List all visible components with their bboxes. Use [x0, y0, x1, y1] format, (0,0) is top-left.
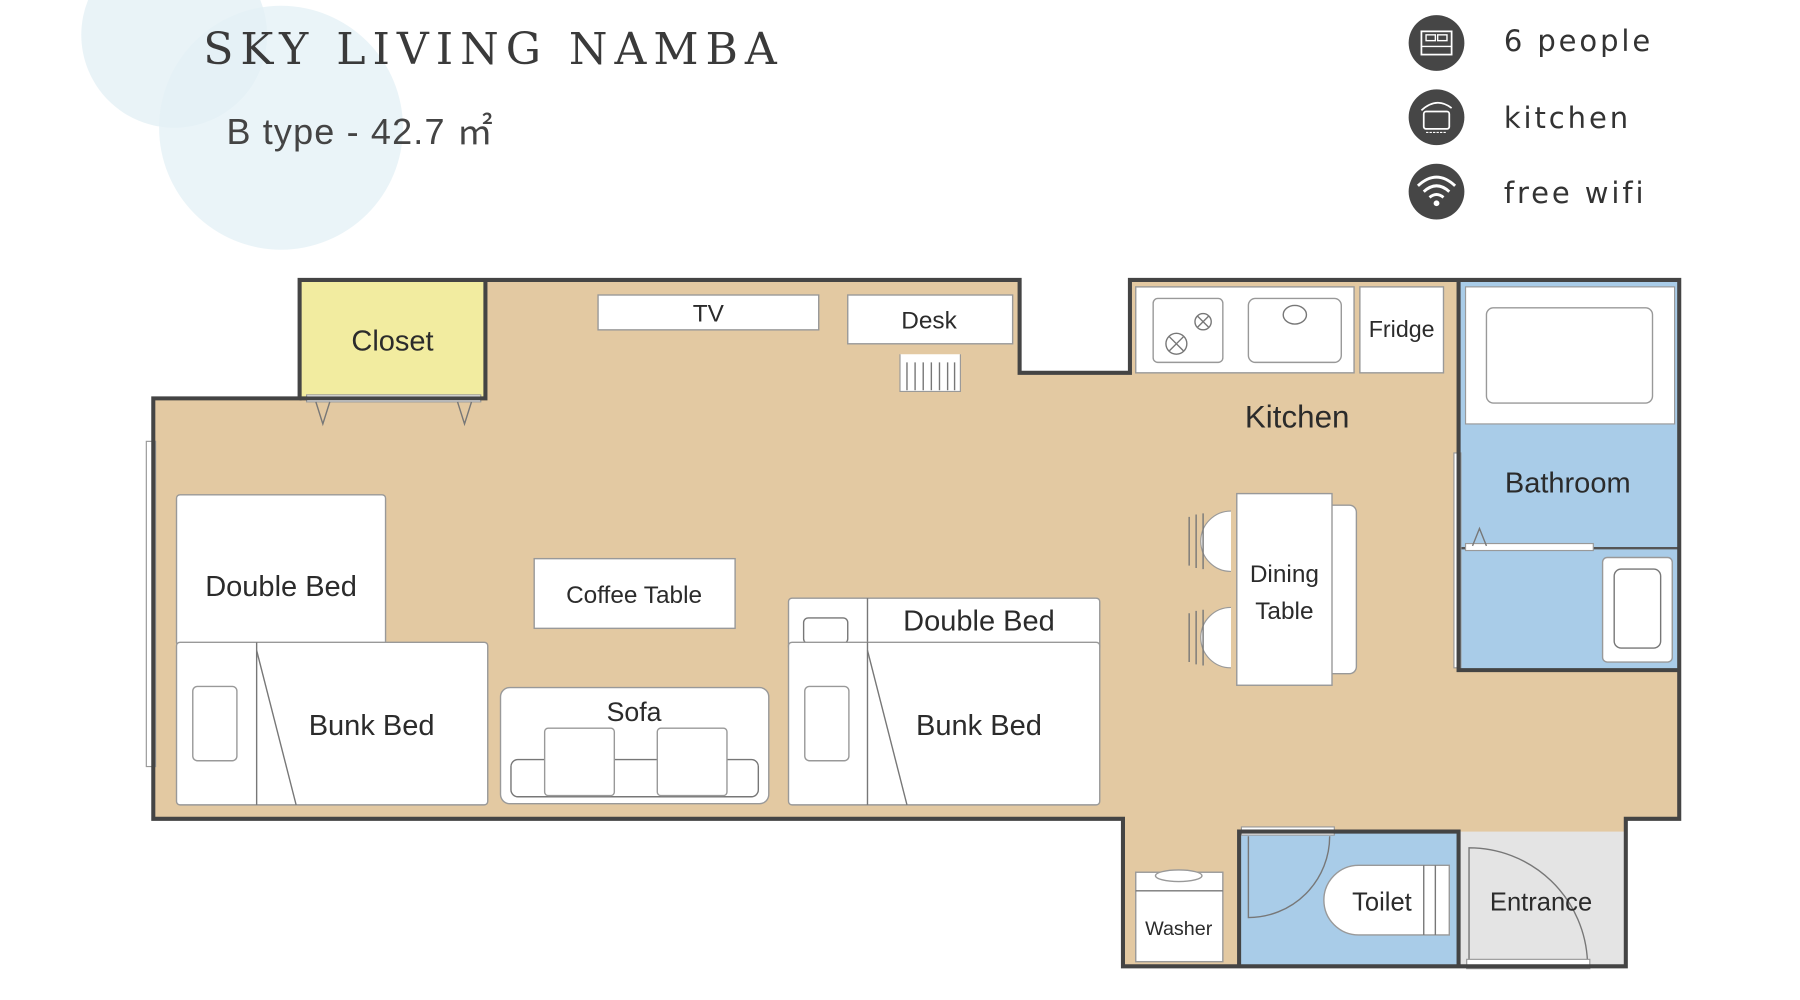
closet: Closet: [299, 279, 486, 427]
window: [145, 440, 157, 768]
dining-table: Dining Table: [1188, 492, 1358, 686]
closet-label: Closet: [351, 326, 433, 358]
page-title: SKY LIVING NAMBA: [203, 24, 783, 75]
washer-label: Washer: [1145, 918, 1213, 940]
amenity-kitchen: kitchen: [1408, 89, 1631, 146]
tv: TV: [597, 294, 820, 331]
bunk-bed-left: Bunk Bed: [175, 641, 489, 806]
bathroom: Bathroom: [1453, 279, 1680, 671]
double-bed-right-label: Double Bed: [903, 606, 1055, 638]
desk: Desk: [847, 294, 1014, 392]
toilet-label: Toilet: [1352, 889, 1412, 917]
wifi-icon: [1408, 163, 1465, 220]
decor-circle: [159, 5, 403, 250]
toilet-room: Toilet: [1239, 826, 1459, 967]
fridge: Fridge: [1359, 286, 1445, 374]
sofa: Sofa: [499, 686, 770, 805]
coffee-table-label: Coffee Table: [566, 582, 702, 609]
inner-walls: [299, 279, 1680, 967]
bunk-bed-left-label: Bunk Bed: [309, 710, 435, 742]
pot-icon: [1408, 89, 1465, 146]
coffee-table: Coffee Table: [533, 557, 736, 630]
tv-label: TV: [693, 301, 725, 328]
bunk-bed-right: Bunk Bed: [787, 641, 1101, 806]
entrance: Entrance: [1458, 831, 1626, 970]
amenity-people: 6 people: [1408, 15, 1653, 71]
double-bed-right: Double Bed: [787, 597, 1101, 652]
fridge-label: Fridge: [1369, 316, 1435, 342]
dining-label-1: Dining: [1250, 561, 1319, 588]
kitchen-label: Kitchen: [1245, 399, 1350, 434]
outer-wall: [151, 277, 1682, 969]
amenity-label: free wifi: [1504, 176, 1647, 210]
amenity-label: kitchen: [1504, 101, 1631, 135]
double-bed-left-label: Double Bed: [205, 571, 357, 603]
page-subtitle: B type - 42.7 ㎡: [226, 111, 494, 152]
dining-label-2: Table: [1255, 598, 1313, 625]
amenity-label: 6 people: [1504, 24, 1653, 58]
amenity-wifi: free wifi: [1408, 163, 1647, 220]
bunk-bed-right-label: Bunk Bed: [916, 710, 1042, 742]
kitchen-counter: [1135, 286, 1355, 374]
entrance-label: Entrance: [1490, 889, 1592, 917]
double-bed-left: Double Bed: [175, 494, 387, 647]
bed-icon: [1408, 15, 1465, 71]
desk-label: Desk: [901, 308, 957, 335]
sofa-label: Sofa: [607, 697, 662, 727]
bathroom-label: Bathroom: [1505, 467, 1631, 499]
washer: Washer: [1135, 869, 1224, 963]
